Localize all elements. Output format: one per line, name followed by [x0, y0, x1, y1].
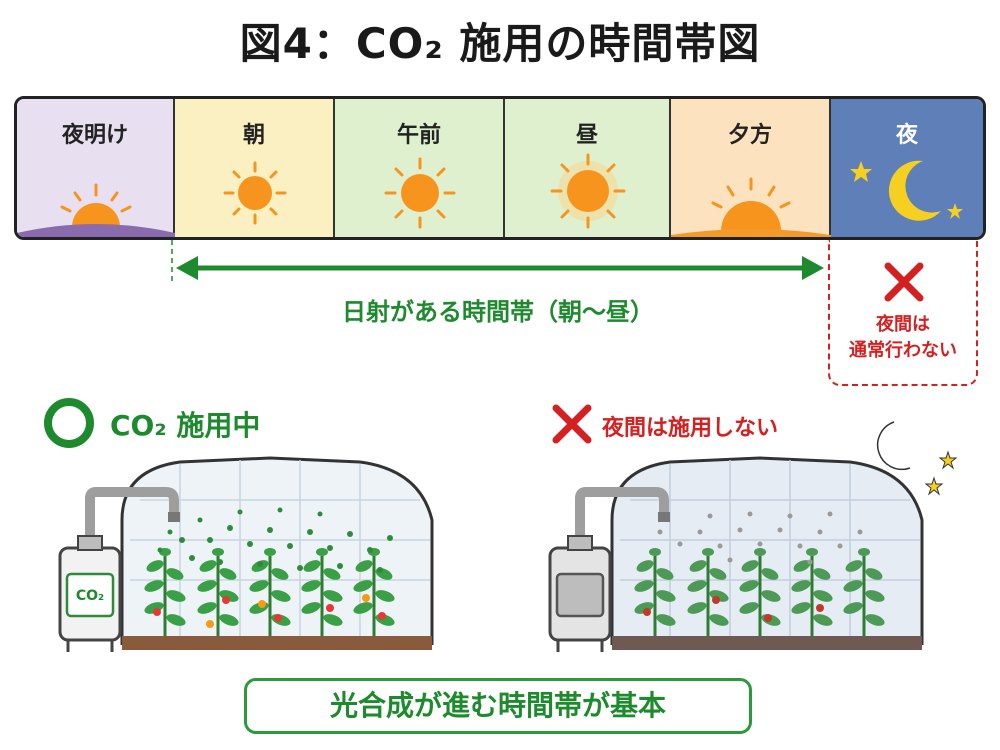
segment-label-dawn: 夜明け	[61, 123, 128, 148]
time-of-day-timeline: 夜明け 朝 午前	[14, 96, 986, 240]
segment-label-night: 夜	[895, 123, 918, 148]
daylight-label: 日射がある時間帯（朝〜昼）	[342, 298, 654, 326]
night-note-box	[828, 240, 978, 386]
segment-forenoon: 午前	[335, 99, 505, 237]
sun-icon	[223, 161, 287, 225]
co2-tank-label: CO₂	[75, 588, 105, 604]
rising-sun-icon	[17, 183, 175, 237]
night-note-line1: 夜間は	[876, 314, 930, 335]
segment-label-forenoon: 午前	[396, 123, 441, 148]
bottom-caption: 光合成が進む時間帯が基本	[244, 678, 752, 734]
daylight-span-arrow	[171, 240, 824, 284]
greenhouse-day-illustration	[58, 456, 434, 652]
left-panel-heading: CO₂ 施用中	[110, 409, 261, 442]
sun-icon	[550, 153, 626, 229]
segment-label-evening: 夕方	[727, 123, 772, 148]
night-note-line2: 通常行わない	[849, 340, 957, 361]
greenhouse-night-illustration	[548, 456, 924, 652]
segment-night: 夜	[831, 99, 983, 237]
right-panel-heading: 夜間は施用しない	[602, 416, 779, 441]
segment-noon: 昼	[505, 99, 671, 237]
sun-icon	[384, 157, 456, 229]
segment-label-noon: 昼	[575, 123, 598, 148]
segment-label-morning: 朝	[242, 123, 265, 148]
setting-sun-icon	[671, 177, 831, 237]
night-note-text: 夜間は 通常行わない	[828, 312, 978, 364]
moon-icon	[850, 160, 963, 221]
circle-ok-icon	[44, 398, 94, 448]
page-title: 図4：CO₂ 施用の時間帯図	[239, 19, 761, 68]
cross-icon	[552, 404, 592, 444]
segment-morning: 朝	[175, 99, 335, 237]
segment-dawn: 夜明け	[17, 99, 175, 237]
cross-icon	[884, 262, 924, 302]
segment-evening: 夕方	[671, 99, 831, 237]
moon-icon	[876, 421, 958, 496]
